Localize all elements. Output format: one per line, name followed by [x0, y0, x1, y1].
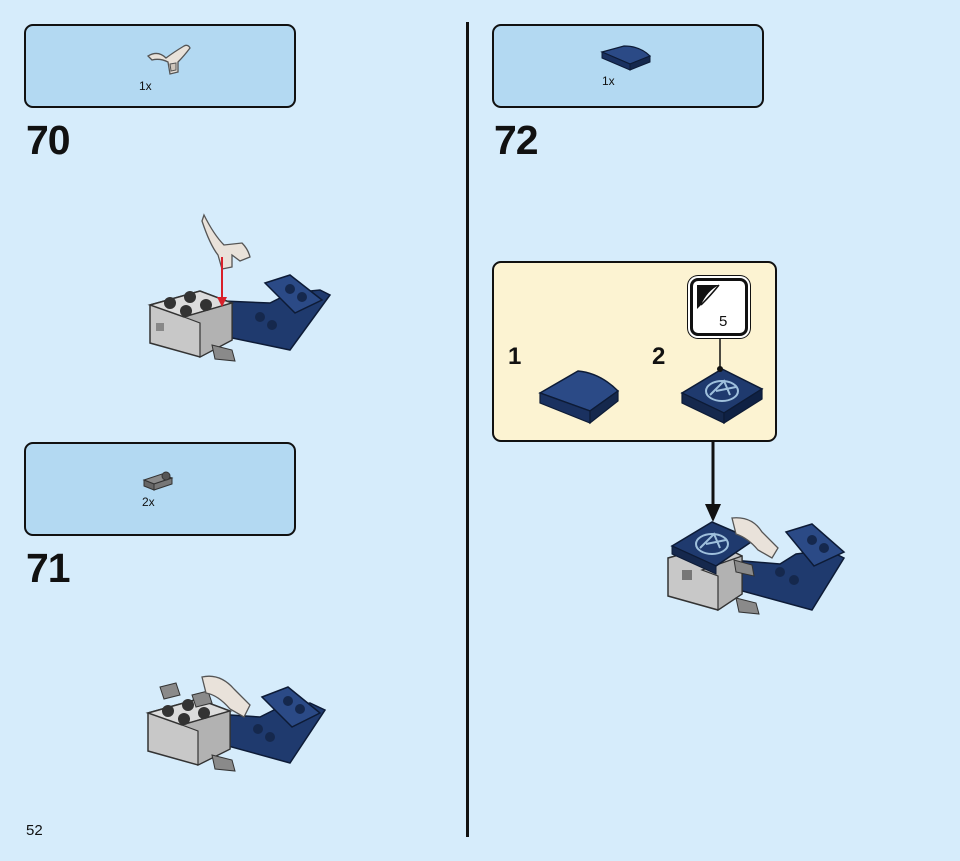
parts-callout-step-72: 1x	[492, 24, 764, 108]
dark-blue-curved-slope-icon	[600, 45, 652, 71]
step-number-70: 70	[26, 117, 71, 163]
avengers-sticker-slope-icon	[680, 368, 764, 425]
part-quantity: 1x	[139, 79, 152, 93]
page-number: 52	[26, 822, 43, 839]
substep-number-2: 2	[652, 343, 666, 370]
step-71-model-illustration	[145, 675, 327, 772]
white-horn-piece-icon	[146, 44, 191, 75]
parts-callout-step-71: 2x	[24, 442, 296, 536]
step-70-model-illustration	[147, 213, 332, 362]
step-number-72: 72	[494, 117, 539, 163]
step-number-71: 71	[26, 545, 71, 591]
sticker-callout: 5	[690, 278, 748, 336]
sticker-leader-line	[717, 339, 723, 372]
sticker-corner-icon	[697, 284, 720, 309]
part-quantity: 1x	[602, 74, 615, 88]
grey-clip-plate-icon	[142, 471, 174, 491]
down-arrow-icon	[705, 442, 721, 522]
parts-callout-step-70: 1x	[24, 24, 296, 108]
step-72-model-illustration	[667, 517, 846, 615]
sticker-number: 5	[719, 313, 728, 330]
part-quantity: 2x	[142, 495, 155, 509]
substep-number-1: 1	[508, 343, 522, 370]
dark-blue-curved-slope-icon	[538, 370, 620, 425]
column-divider	[466, 22, 469, 837]
